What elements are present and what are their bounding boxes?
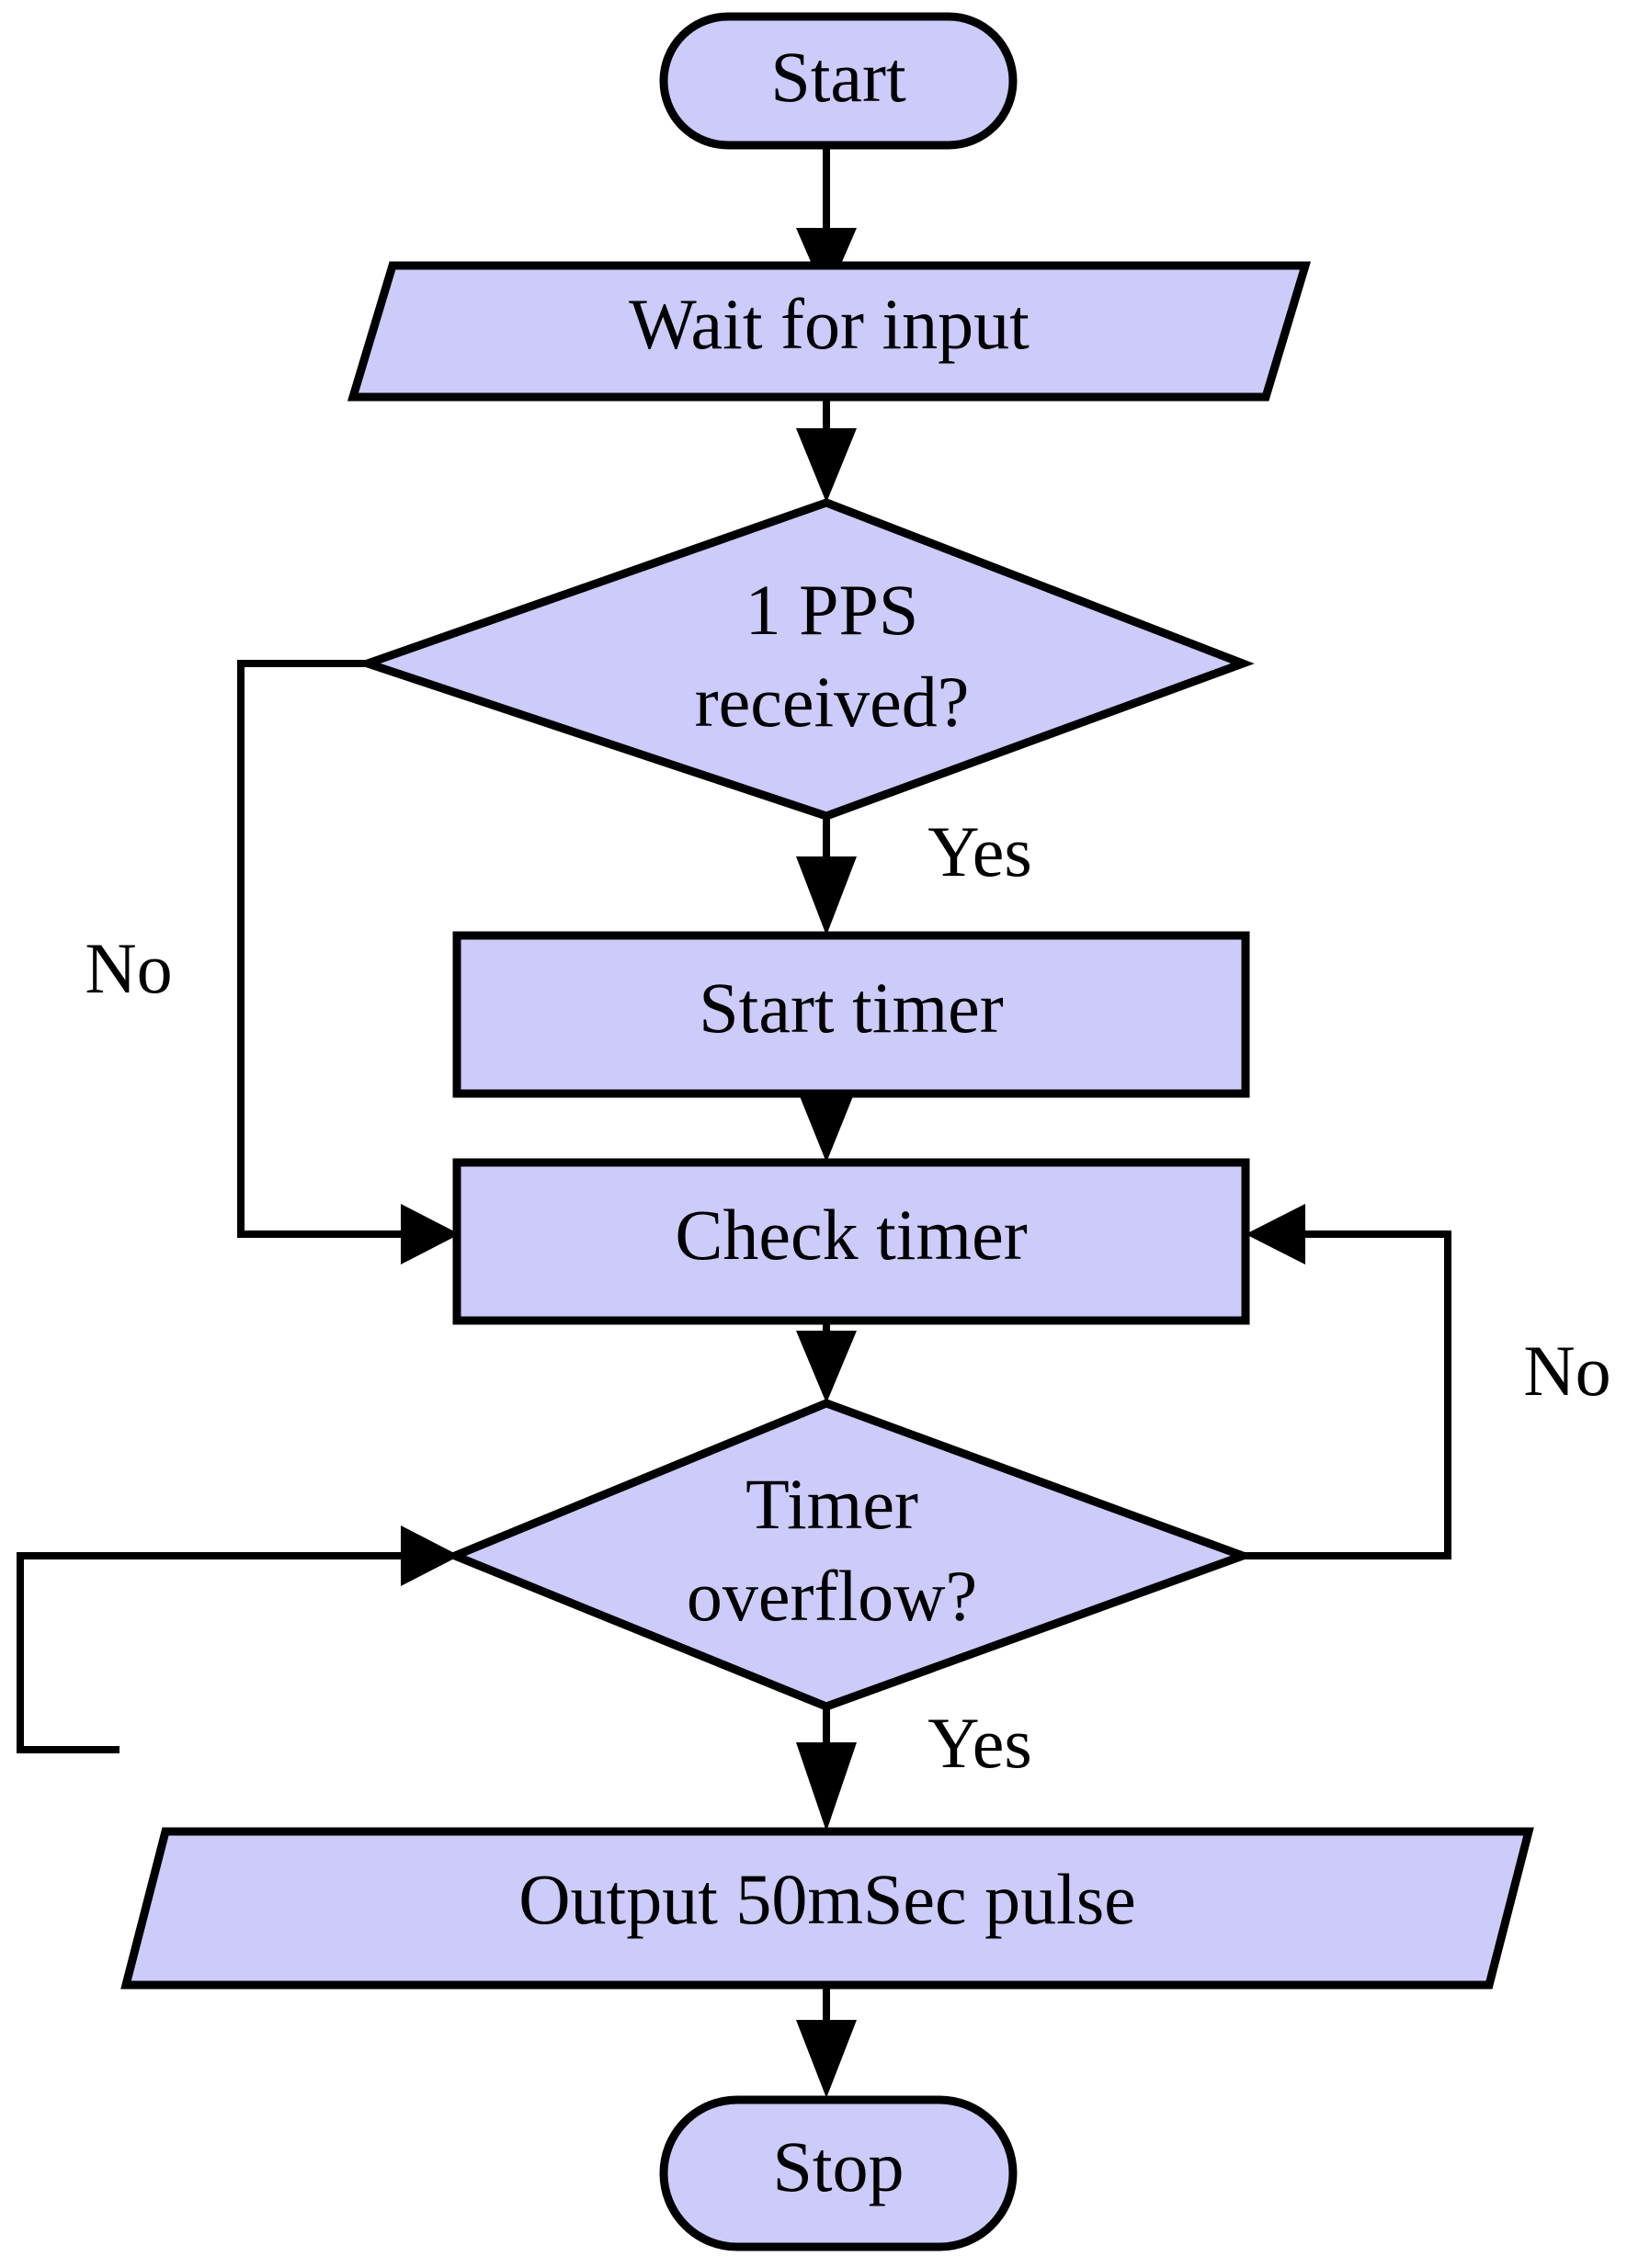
arrow-head-icon xyxy=(796,428,857,503)
node-wait-label: Wait for input xyxy=(629,284,1030,364)
start-timer-shape[interactable] xyxy=(452,931,1250,1098)
arrow-head-icon xyxy=(1246,1204,1305,1264)
start-shape[interactable] xyxy=(659,12,1018,150)
check-timer-shape[interactable] xyxy=(452,1158,1250,1325)
edge-wait-to-pps xyxy=(796,397,857,503)
node-check-timer[interactable]: Check timer xyxy=(452,1158,1250,1325)
node-start-label: Start xyxy=(770,37,906,117)
wait-for-input-shape[interactable] xyxy=(347,261,1312,402)
node-timer-overflow[interactable]: Timer overflow? xyxy=(444,1399,1256,1711)
edge-line xyxy=(1243,1230,1451,1559)
arrow-head-icon xyxy=(796,1742,857,1831)
timer-overflow-shape[interactable] xyxy=(444,1399,1256,1711)
edge-label-no-right: No xyxy=(1523,1331,1610,1411)
node-start[interactable]: Start xyxy=(659,12,1018,150)
edge-output-to-overflow-loop xyxy=(17,1525,460,1753)
node-stop[interactable]: Stop xyxy=(659,2095,1018,2251)
arrow-head-icon xyxy=(796,1087,857,1162)
edge-starttimer-to-checktimer xyxy=(796,1087,857,1162)
edge-checktimer-to-overflow xyxy=(796,1321,857,1403)
edge-line xyxy=(237,660,408,1238)
edge-label-yes-pps: Yes xyxy=(927,811,1032,891)
arrow-head-icon xyxy=(796,1331,857,1403)
arrow-head-icon xyxy=(401,1525,460,1586)
node-output-pulse[interactable]: Output 50mSec pulse xyxy=(120,1827,1534,1990)
node-pps-label-line2: received? xyxy=(695,662,970,742)
output-pulse-shape[interactable] xyxy=(120,1827,1534,1990)
arrow-head-icon xyxy=(796,856,857,936)
node-pps-received[interactable]: 1 PPS received? xyxy=(355,498,1255,821)
node-check-timer-label: Check timer xyxy=(675,1195,1027,1275)
arrow-head-icon xyxy=(796,2020,857,2098)
edge-overflow-yes-to-output xyxy=(796,1707,857,1831)
edge-output-to-stop xyxy=(796,1985,857,2098)
edge-overflow-no-to-checktimer xyxy=(1243,1204,1451,1559)
node-output-label: Output 50mSec pulse xyxy=(518,1859,1136,1939)
node-stop-label: Stop xyxy=(772,2126,904,2206)
node-wait-for-input[interactable]: Wait for input xyxy=(347,261,1312,402)
node-overflow-label-line2: overflow? xyxy=(687,1556,977,1636)
pps-received-shape[interactable] xyxy=(355,498,1255,821)
node-start-timer-label: Start timer xyxy=(699,968,1003,1048)
edge-pps-yes-to-starttimer xyxy=(796,816,857,936)
edge-line xyxy=(17,1552,408,1753)
edge-label-yes-overflow: Yes xyxy=(927,1703,1032,1783)
edge-label-no-left: No xyxy=(85,928,172,1008)
node-overflow-label-line1: Timer xyxy=(745,1464,918,1544)
edge-pps-no-to-checktimer xyxy=(237,660,460,1264)
node-start-timer[interactable]: Start timer xyxy=(452,931,1250,1098)
node-pps-label-line1: 1 PPS xyxy=(745,570,919,650)
stop-shape[interactable] xyxy=(659,2095,1018,2251)
arrow-head-icon xyxy=(401,1204,460,1264)
